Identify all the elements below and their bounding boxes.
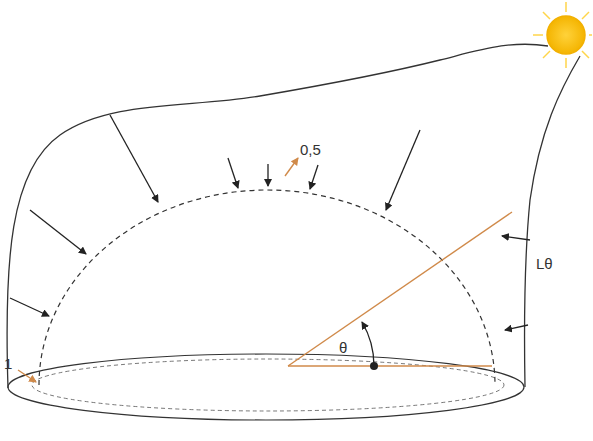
value-label: 0,5 [300,142,321,157]
luminance-label: Lθ [536,256,553,271]
sun [533,2,592,68]
inner-ellipse [32,359,504,411]
angle-arc [362,322,374,366]
base-ellipse [8,354,524,420]
angle-label: θ [339,340,347,355]
hemisphere [39,190,495,385]
angle-lines [18,158,512,382]
value-label: 1 [4,356,12,371]
arrows [10,115,530,330]
luminance-curve [7,44,548,388]
luminance-curve [525,56,580,387]
angle-dot [370,362,378,370]
